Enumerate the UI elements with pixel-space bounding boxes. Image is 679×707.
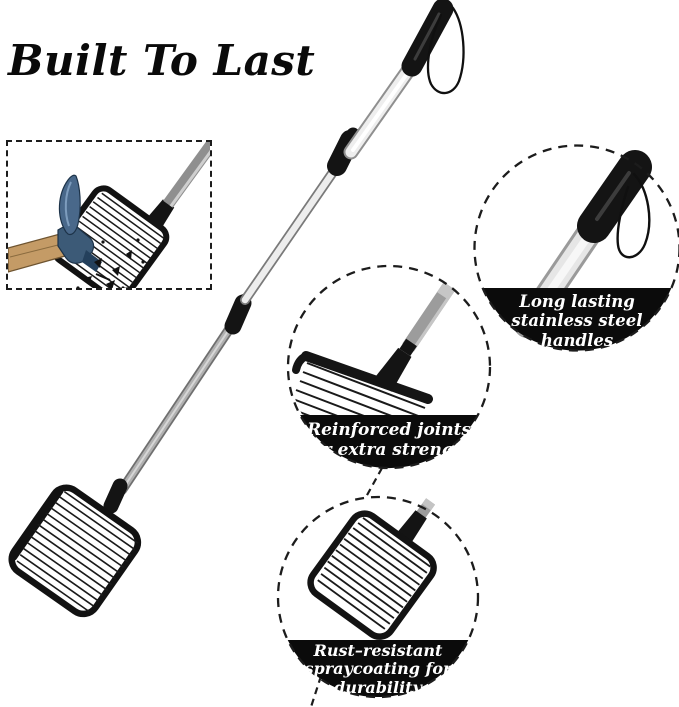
callout-joint <box>373 282 456 392</box>
shaft-middle-section <box>240 157 345 305</box>
callout-label-band <box>300 415 478 469</box>
mesh-wires <box>16 490 139 613</box>
callout-label-band <box>482 288 672 351</box>
dashed-circle-border <box>473 144 679 352</box>
label-handles: Long lasting stainless steel handles <box>511 292 643 350</box>
durability-test-inset <box>6 140 212 290</box>
mesh-head <box>8 484 142 618</box>
hammer-handle <box>8 233 66 273</box>
label-coating: Rust–resistant spraycoating for durabili… <box>304 641 452 697</box>
callout-mesh-head <box>307 498 437 640</box>
scraper-product <box>8 0 465 618</box>
rope-loop <box>426 6 465 95</box>
hammer-claw <box>58 174 81 236</box>
impact-debris <box>76 238 145 288</box>
leader-lines <box>309 467 383 707</box>
callout-coating-detail <box>276 495 480 699</box>
callout-handle-detail <box>473 144 679 352</box>
dashed-circle-border <box>286 264 492 470</box>
page-title: Built To Last <box>8 36 316 85</box>
callout-label-band <box>287 640 469 698</box>
inset-shaft <box>163 142 210 208</box>
callout-joint-detail <box>286 264 492 470</box>
hammer-icon <box>8 174 102 273</box>
handle-grip <box>401 0 454 77</box>
head-collar <box>103 478 128 514</box>
shaft-lower-section <box>117 317 239 495</box>
hammer-test-scene <box>8 142 210 288</box>
callout-rope-loop <box>616 172 651 259</box>
label-joints: Reinforced joints for extra strength <box>304 420 474 460</box>
dashed-circle-border <box>276 495 480 699</box>
inset-head-collar <box>146 199 175 230</box>
shaft-upper-section <box>343 60 418 160</box>
hammer-face <box>82 250 102 272</box>
